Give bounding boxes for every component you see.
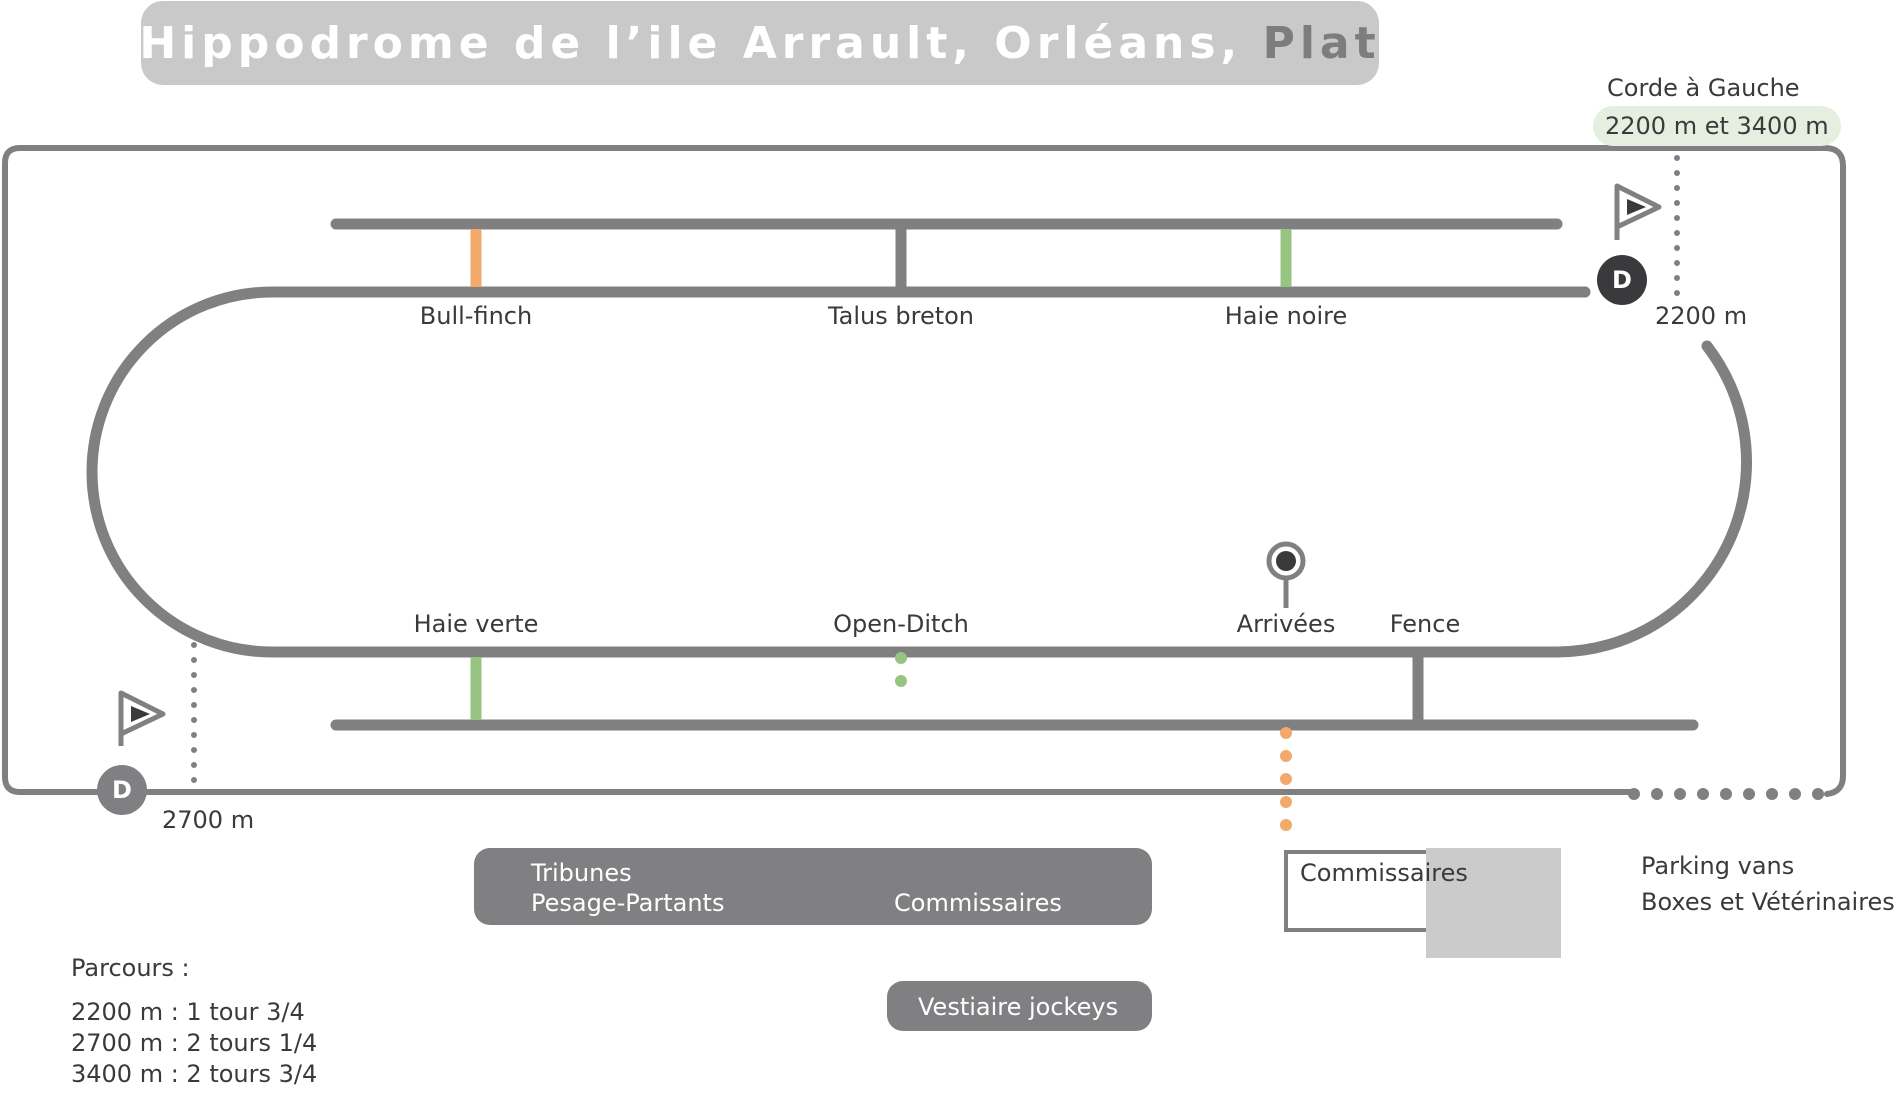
course-legend: Parcours : 2200 m : 1 tour 3/4 2700 m : …	[71, 956, 317, 1093]
start-2700-badge: D	[97, 765, 147, 815]
obstacle-label-bull-finch: Bull-finch	[419, 302, 533, 330]
finish-label: Arrivées	[1236, 610, 1336, 638]
legend-row: 2700 m : 2 tours 1/4	[71, 1029, 318, 1057]
parking-area	[1426, 848, 1561, 958]
legend-heading: Parcours :	[71, 954, 190, 982]
inner-oval-track	[86, 286, 1753, 658]
finish-post-dot	[1276, 551, 1296, 571]
commissaires-box	[1284, 850, 1426, 932]
commissaires-box-label: Commissaires	[1300, 859, 1468, 887]
start-2200-distance: 2200 m	[1655, 302, 1748, 330]
obstacle-label-haie-noire: Haie noire	[1224, 302, 1348, 330]
vestiaire-box: Vestiaire jockeys	[887, 981, 1152, 1031]
title-banner: Hippodrome de l’ile Arrault, Orléans, Pl…	[139, 1, 1381, 85]
flag-icon	[1614, 183, 1662, 240]
outer-track	[2, 145, 1846, 797]
parking-label: Parking vans	[1641, 852, 1795, 880]
legend-row: 2200 m : 1 tour 3/4	[71, 998, 305, 1026]
obstacle-label-talus-breton: Talus breton	[827, 302, 975, 330]
tribunes-box: Tribunes Pesage-Partants Commissaires	[474, 848, 1152, 925]
vestiaire-label: Vestiaire jockeys	[918, 993, 1119, 1021]
tribunes-label: Tribunes	[531, 859, 632, 887]
title-accent: Plat	[1262, 17, 1381, 69]
page-title: Hippodrome de l’ile Arrault, Orléans, Pl…	[139, 17, 1381, 69]
corde-label: Corde à Gauche	[1607, 74, 1800, 102]
pesage-label: Pesage-Partants	[531, 889, 725, 917]
boxes-label: Boxes et Vétérinaires	[1641, 888, 1895, 916]
obstacle-label-haie-verte: Haie verte	[413, 610, 539, 638]
start-2700-distance: 2700 m	[162, 806, 255, 834]
start-2200-badge: D	[1597, 255, 1647, 305]
legend-row: 3400 m : 2 tours 3/4	[71, 1060, 318, 1088]
obstacle-label-open-ditch: Open-Ditch	[833, 610, 969, 638]
commissaires-main-label: Commissaires	[894, 889, 1062, 917]
flag-icon	[118, 690, 166, 746]
corde-distances-badge: 2200 m et 3400 m	[1593, 106, 1841, 146]
obstacle-label-fence: Fence	[1389, 610, 1461, 638]
